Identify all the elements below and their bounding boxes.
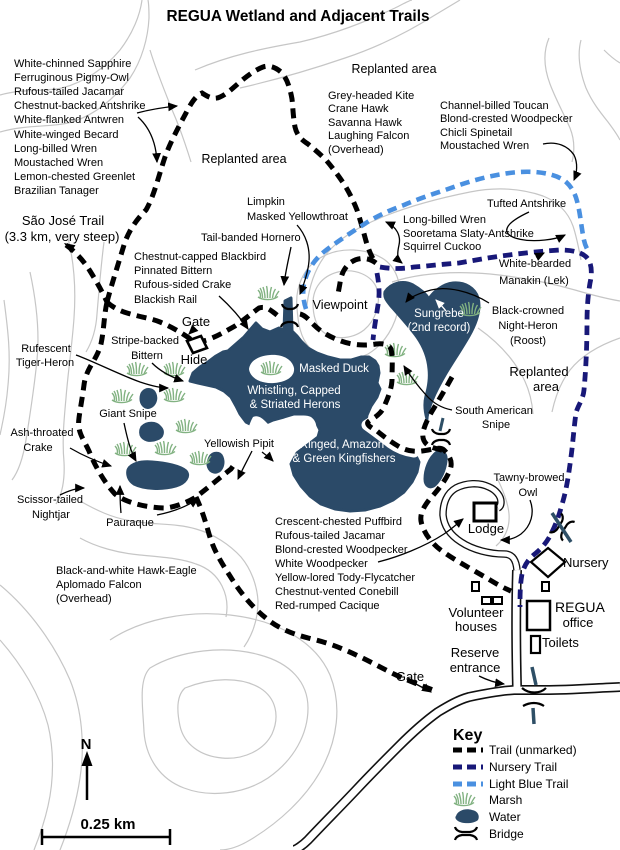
svg-text:Viewpoint: Viewpoint: [313, 297, 368, 312]
svg-text:office: office: [563, 615, 594, 630]
svg-text:Marsh: Marsh: [489, 793, 522, 807]
svg-text:Rufous-tailed Jacamar: Rufous-tailed Jacamar: [14, 86, 124, 98]
svg-text:Whistling, Capped: Whistling, Capped: [247, 385, 340, 397]
svg-text:São José Trail: São José Trail: [22, 213, 104, 228]
svg-text:Channel-billed Toucan: Channel-billed Toucan: [440, 100, 549, 112]
svg-text:Limpkin: Limpkin: [247, 196, 285, 208]
svg-text:Chicli Spinetail: Chicli Spinetail: [440, 127, 512, 139]
svg-text:South American: South American: [455, 405, 533, 417]
svg-text:area: area: [533, 379, 560, 394]
svg-text:Savanna Hawk: Savanna Hawk: [328, 117, 402, 129]
svg-text:& Green Kingfishers: & Green Kingfishers: [293, 453, 396, 465]
svg-text:Ash-throated: Ash-throated: [11, 427, 74, 439]
svg-text:Crescent-chested Puffbird: Crescent-chested Puffbird: [275, 516, 402, 528]
svg-text:(Overhead): (Overhead): [328, 144, 384, 156]
svg-text:White-flanked Antwren: White-flanked Antwren: [14, 114, 124, 126]
svg-text:Sungrebe: Sungrebe: [414, 308, 464, 320]
svg-text:Masked Duck: Masked Duck: [299, 363, 369, 375]
svg-text:Trail (unmarked): Trail (unmarked): [489, 743, 577, 757]
svg-text:Nightjar: Nightjar: [32, 509, 70, 521]
svg-text:Chestnut-backed Antshrike: Chestnut-backed Antshrike: [14, 100, 145, 112]
svg-text:Chestnut-vented Conebill: Chestnut-vented Conebill: [275, 586, 399, 598]
svg-text:Snipe: Snipe: [482, 419, 510, 431]
svg-text:White-winged Becard: White-winged Becard: [14, 129, 119, 141]
svg-text:Long-billed Wren: Long-billed Wren: [14, 143, 97, 155]
svg-text:Blackish Rail: Blackish Rail: [134, 294, 197, 306]
svg-text:Lemon-chested Greenlet: Lemon-chested Greenlet: [14, 171, 135, 183]
svg-text:Masked Yellowthroat: Masked Yellowthroat: [247, 211, 348, 223]
svg-text:houses: houses: [455, 619, 497, 634]
svg-text:Bridge: Bridge: [489, 827, 524, 841]
svg-text:Black-and-white Hawk-Eagle: Black-and-white Hawk-Eagle: [56, 565, 197, 577]
svg-text:Toilets: Toilets: [542, 635, 579, 650]
svg-text:Long-billed Wren: Long-billed Wren: [403, 214, 486, 226]
svg-text:(Overhead): (Overhead): [56, 593, 112, 605]
svg-text:White Woodpecker: White Woodpecker: [275, 558, 368, 570]
svg-text:Tawny-browed: Tawny-browed: [494, 472, 565, 484]
svg-text:Laughing Falcon: Laughing Falcon: [328, 130, 409, 142]
svg-text:Hide: Hide: [181, 352, 208, 367]
svg-text:Ferruginous Pigmy-Owl: Ferruginous Pigmy-Owl: [14, 72, 129, 84]
svg-text:White-bearded: White-bearded: [499, 258, 571, 270]
svg-text:Black-crowned: Black-crowned: [492, 305, 564, 317]
svg-text:Grey-headed Kite: Grey-headed Kite: [328, 90, 414, 102]
svg-text:Replanted: Replanted: [509, 364, 568, 379]
svg-text:REGUA Wetland and Adjacent Tra: REGUA Wetland and Adjacent Trails: [167, 8, 430, 25]
svg-text:Owl: Owl: [519, 487, 538, 499]
svg-text:Replanted area: Replanted area: [352, 61, 438, 76]
svg-text:Crane Hawk: Crane Hawk: [328, 103, 389, 115]
svg-text:Rufous-tailed Jacamar: Rufous-tailed Jacamar: [275, 530, 385, 542]
svg-text:Pauraque: Pauraque: [106, 517, 154, 529]
svg-text:Yellowish Pipit: Yellowish Pipit: [204, 438, 274, 450]
svg-text:Reserve: Reserve: [451, 645, 499, 660]
svg-text:Night-Heron: Night-Heron: [498, 320, 557, 332]
svg-text:Squirrel Cuckoo: Squirrel Cuckoo: [403, 241, 481, 253]
svg-text:Lodge: Lodge: [468, 521, 504, 536]
svg-text:Tiger-Heron: Tiger-Heron: [16, 357, 74, 369]
svg-text:Crake: Crake: [23, 442, 52, 454]
svg-text:Nursery: Nursery: [563, 555, 609, 570]
svg-text:Yellow-lored Tody-Flycatcher: Yellow-lored Tody-Flycatcher: [275, 572, 415, 584]
svg-text:Volunteer: Volunteer: [449, 605, 505, 620]
svg-text:0.25 km: 0.25 km: [80, 816, 135, 833]
svg-text:Key: Key: [453, 727, 482, 744]
svg-text:Moustached Wren: Moustached Wren: [440, 140, 529, 152]
svg-text:Tufted Antshrike: Tufted Antshrike: [487, 198, 566, 210]
svg-text:Ringed, Amazon: Ringed, Amazon: [300, 439, 384, 451]
svg-text:Water: Water: [489, 810, 521, 824]
svg-text:Manakin (Lek): Manakin (Lek): [499, 275, 569, 287]
svg-text:entrance: entrance: [450, 660, 501, 675]
svg-text:& Striated Herons: & Striated Herons: [250, 399, 341, 411]
svg-text:Replanted area: Replanted area: [202, 151, 288, 166]
svg-text:Blond-crested Woodpecker: Blond-crested Woodpecker: [275, 544, 408, 556]
svg-text:Gate: Gate: [396, 669, 424, 684]
svg-text:Light Blue Trail: Light Blue Trail: [489, 777, 568, 791]
svg-text:Rufous-sided Crake: Rufous-sided Crake: [134, 279, 231, 291]
svg-text:(3.3 km, very steep): (3.3 km, very steep): [5, 229, 120, 244]
svg-text:Rufescent: Rufescent: [21, 343, 71, 355]
svg-text:White-chinned Sapphire: White-chinned Sapphire: [14, 58, 131, 70]
svg-text:Red-rumped Cacique: Red-rumped Cacique: [275, 600, 380, 612]
svg-text:Brazilian Tanager: Brazilian Tanager: [14, 185, 99, 197]
svg-text:Stripe-backed: Stripe-backed: [111, 335, 179, 347]
svg-text:N: N: [81, 736, 92, 753]
svg-text:Pinnated Bittern: Pinnated Bittern: [134, 265, 212, 277]
svg-text:(Roost): (Roost): [510, 335, 546, 347]
svg-text:REGUA: REGUA: [555, 599, 605, 615]
svg-text:Aplomado Falcon: Aplomado Falcon: [56, 579, 142, 591]
svg-text:Tail-banded Hornero: Tail-banded Hornero: [201, 232, 301, 244]
svg-text:Scissor-tailed: Scissor-tailed: [17, 494, 83, 506]
svg-text:Blond-crested Woodpecker: Blond-crested Woodpecker: [440, 113, 573, 125]
svg-text:Moustached Wren: Moustached Wren: [14, 157, 103, 169]
svg-text:Sooretama Slaty-Antshrike: Sooretama Slaty-Antshrike: [403, 228, 534, 240]
svg-text:(2nd record): (2nd record): [408, 322, 471, 334]
svg-text:Bittern: Bittern: [131, 350, 163, 362]
svg-text:Chestnut-capped Blackbird: Chestnut-capped Blackbird: [134, 251, 266, 263]
svg-text:Gate: Gate: [182, 314, 210, 329]
svg-text:Nursery Trail: Nursery Trail: [489, 760, 557, 774]
svg-text:Giant Snipe: Giant Snipe: [99, 408, 156, 420]
